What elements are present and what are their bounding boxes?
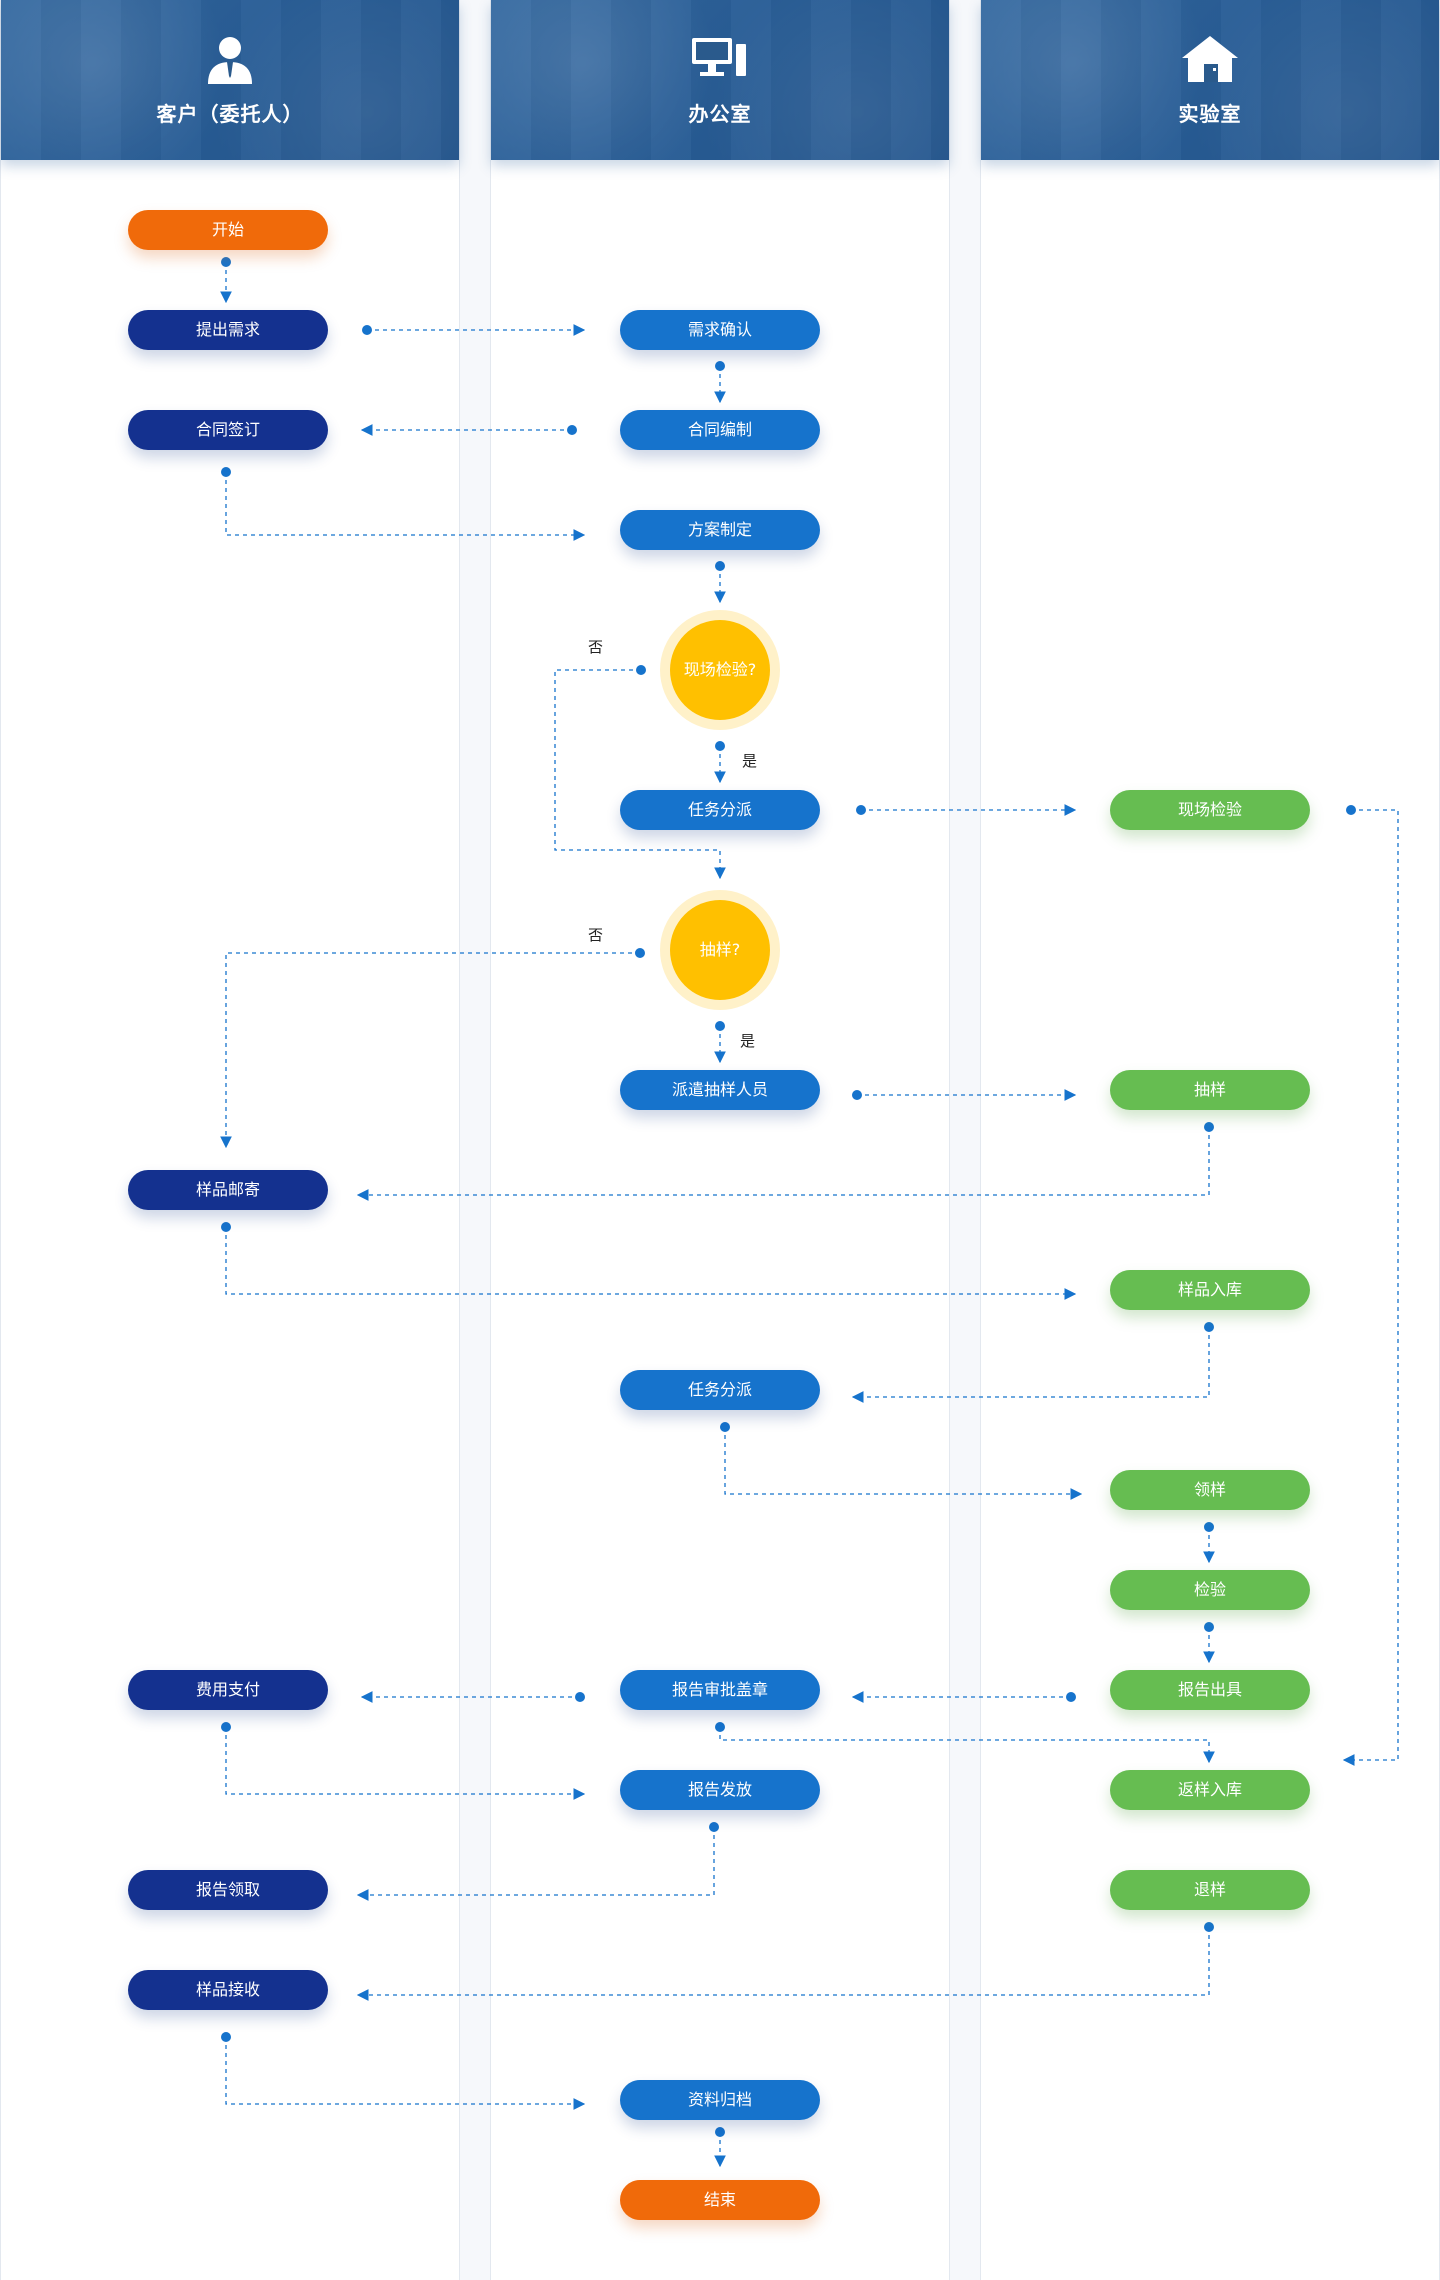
- node-end: 结束: [620, 2180, 820, 2220]
- edge-sampling-mailing: [356, 1127, 1210, 1201]
- node-archiving: 资料归档: [620, 2080, 820, 2120]
- node-sample-storage: 样品入库: [1110, 1270, 1310, 1310]
- node-report-approval: 报告审批盖章: [620, 1670, 820, 1710]
- label-no-sampling: 否: [588, 926, 604, 944]
- edge-decision1-no: [554, 669, 726, 880]
- edge-approval-return: [719, 1727, 1215, 1764]
- node-confirm-request: 需求确认: [620, 310, 820, 350]
- edge-release-pickup: [356, 1827, 715, 1901]
- decision-sampling: 抽样?: [670, 900, 770, 1000]
- computer-icon: [692, 38, 746, 76]
- node-report-release: 报告发放: [620, 1770, 820, 1810]
- lane-header-customer: 客户（委托人）: [1, 0, 459, 160]
- node-start: 开始: [128, 210, 328, 250]
- building-icon: [1182, 36, 1238, 82]
- node-fee-payment: 费用支付: [128, 1670, 328, 1710]
- lane-header-lab: 实验室: [981, 0, 1439, 160]
- edge-return-receipt: [356, 1927, 1210, 2001]
- node-sample-mailing: 样品邮寄: [128, 1170, 328, 1210]
- node-task-dispatch-2: 任务分派: [620, 1370, 820, 1410]
- node-contract-signing: 合同签订: [128, 410, 328, 450]
- lane-header-office: 办公室: [491, 0, 949, 160]
- edge-decision2-no: [220, 952, 640, 1149]
- node-contract-drafting: 合同编制: [620, 410, 820, 450]
- person-icon: [208, 37, 252, 84]
- node-inspection: 检验: [1110, 1570, 1310, 1610]
- lane-title-customer: 客户（委托人）: [156, 102, 304, 126]
- node-submit-request: 提出需求: [128, 310, 328, 350]
- edge-receipt-archiving: [225, 2037, 586, 2110]
- node-task-dispatch-1: 任务分派: [620, 790, 820, 830]
- edge-onsite-return: [1342, 809, 1399, 1766]
- decision-onsite-inspection: 现场检验?: [670, 620, 770, 720]
- edge-dispatch2-collection: [724, 1427, 1083, 1500]
- label-yes-onsite: 是: [742, 752, 758, 770]
- lane-office: 办公室: [490, 0, 950, 2280]
- lane-title-lab: 实验室: [1178, 102, 1242, 126]
- edge-mailing-storage: [225, 1227, 1077, 1300]
- edge-storage-dispatch2: [851, 1327, 1210, 1403]
- node-dispatch-samplers: 派遣抽样人员: [620, 1070, 820, 1110]
- node-return-storage: 返样入库: [1110, 1770, 1310, 1810]
- node-sample-collection: 领样: [1110, 1470, 1310, 1510]
- node-report-issue: 报告出具: [1110, 1670, 1310, 1710]
- node-sample-return: 退样: [1110, 1870, 1310, 1910]
- node-sampling: 抽样: [1110, 1070, 1310, 1110]
- node-plan-formulation: 方案制定: [620, 510, 820, 550]
- node-sample-receipt: 样品接收: [128, 1970, 328, 2010]
- edge-payment-release: [225, 1727, 586, 1800]
- edge-signing-plan: [225, 472, 586, 541]
- label-no-onsite: 否: [588, 638, 604, 656]
- node-report-pickup: 报告领取: [128, 1870, 328, 1910]
- label-yes-sampling: 是: [740, 1032, 756, 1050]
- lane-title-office: 办公室: [688, 102, 752, 126]
- node-onsite-inspection: 现场检验: [1110, 790, 1310, 830]
